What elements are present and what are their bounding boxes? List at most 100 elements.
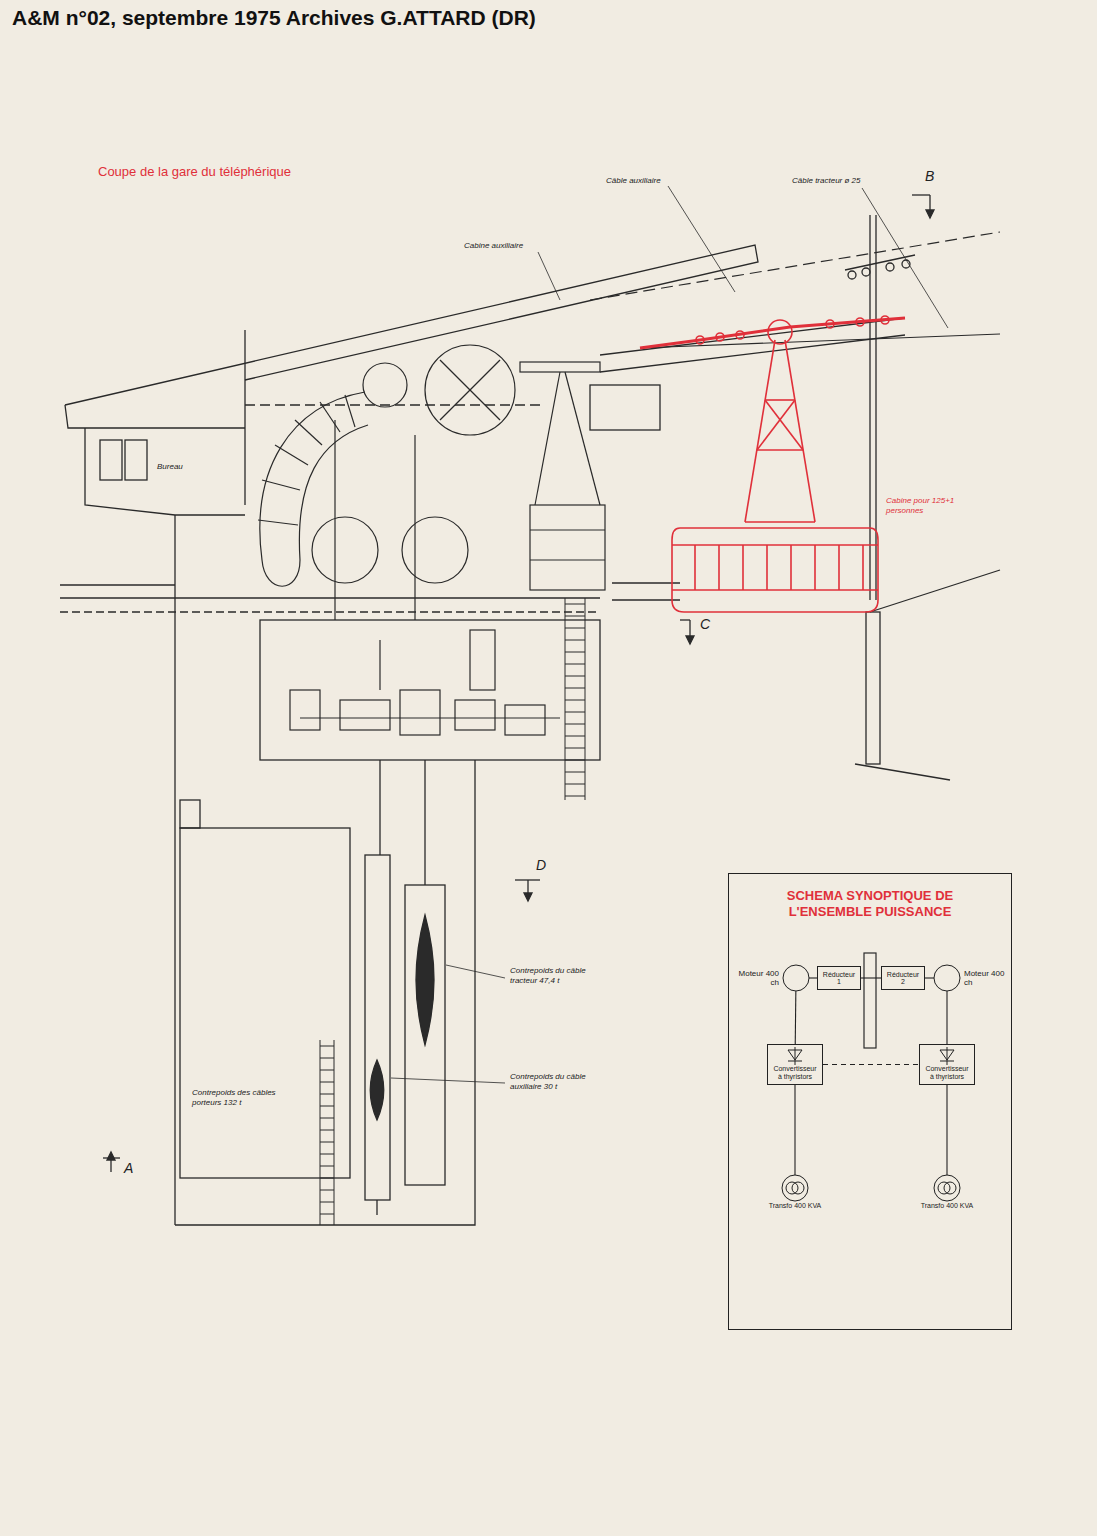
building-structure [65,245,758,405]
counterweights [180,828,350,1178]
machinery [340,700,390,730]
building-structure [600,318,905,355]
main-cabin [745,521,815,523]
main-cabin [768,320,792,344]
part-label: Contrepoids des câbles porteurs 132 t [190,1088,304,1107]
main-cabin [696,336,704,344]
ladder [565,616,585,617]
building-structure [862,268,870,276]
main-cabin [826,320,834,328]
machinery [295,420,322,445]
power-connector [925,977,934,978]
building-structure [870,570,1000,612]
building-structure [260,620,600,760]
counterweights [376,1200,377,1215]
building-structure [175,760,475,1225]
node-label: Transfo 400 KVA [769,1202,822,1210]
ladder [320,1058,334,1059]
ladder [565,664,585,665]
counterweights [379,760,380,855]
leader-line [862,188,948,328]
machinery [440,360,500,420]
machinery [312,517,378,583]
machinery [299,425,368,560]
main-cabin [881,316,889,324]
ladder [565,628,585,629]
building-structure [60,584,175,585]
machinery [258,345,560,735]
counterweights [180,760,445,1215]
power-connector [795,991,797,1044]
thyristor-symbol [795,1047,796,1065]
node-label: Réducteur 1 [820,971,858,985]
section-letter: D [534,857,548,874]
auxiliary-cabin [530,505,605,590]
building-structure [60,611,600,612]
auxiliary-cabin [535,372,560,505]
motor-circle-symbol [934,965,960,991]
main-cabin [757,449,803,451]
building-structure [125,440,147,480]
leader-line [668,186,735,292]
building-structure [886,263,894,271]
machinery [275,445,308,465]
transformer-circle [781,1174,809,1202]
ladder [565,724,585,725]
power-connector [823,1064,919,1065]
leader-line [446,965,505,978]
ladder [565,676,585,677]
machinery [334,420,335,620]
transformer-circle [933,1174,961,1202]
section-marker [912,194,930,195]
transformer-circle [944,1182,956,1194]
machinery [505,705,545,735]
section-marker [524,893,532,901]
ladder [320,1154,334,1155]
building-structure [174,515,175,1225]
machinery [400,690,440,735]
ladder [565,796,585,797]
reducer-box: Réducteur 2 [881,966,925,990]
machinery [440,360,500,420]
main-cabin [790,545,792,590]
ladder [320,1082,334,1083]
leader-line [538,252,560,300]
ladder [320,1214,334,1215]
motor-circle: Moteur 400 ch [733,964,811,992]
building-structure [590,385,660,430]
ladder [565,604,585,605]
ladder [565,772,585,773]
section-marker [103,195,934,1172]
ladder [565,700,585,701]
cables [590,232,1000,300]
cables [590,232,1000,348]
part-label: Bureau [155,462,185,472]
main-cabin [766,545,768,590]
counterweights [370,1060,384,1120]
thyristor-symbol [784,1047,806,1065]
ladder [320,1202,334,1203]
node-label: Réducteur 2 [884,971,922,985]
node-label: Convertisseur à thyristors [771,1065,819,1081]
converter-box: Convertisseur à thyristors [767,1044,823,1085]
drawing-title: Coupe de la gare du téléphérique [96,164,293,179]
auxiliary-cabin [530,559,605,560]
synoptic-panel: Moteur 400 ch Réducteur 1 Réducteur 2 Moteu… [728,873,1012,1330]
building-structure [60,597,600,598]
motor-circle: Moteur 400 ch [933,964,1011,992]
archive-caption: A&M n°02, septembre 1975 Archives G.ATTA… [12,6,536,30]
power-connector [946,1085,947,1175]
main-cabin [640,316,905,612]
leader-line [391,186,948,1083]
leader-line [391,1078,505,1083]
node-label: Moteur 400 ch [964,969,1010,987]
machinery [470,630,495,690]
transformer-symbol: Transfo 400 KVA [919,1174,975,1210]
auxiliary-cabin [530,529,605,530]
part-label: Cabine pour 125+1 personnes [884,496,970,515]
power-connector [946,991,947,1044]
motor-circle-symbol [933,964,961,992]
machinery [402,517,468,583]
power-shaft [864,953,876,1048]
section-marker [107,1152,115,1160]
